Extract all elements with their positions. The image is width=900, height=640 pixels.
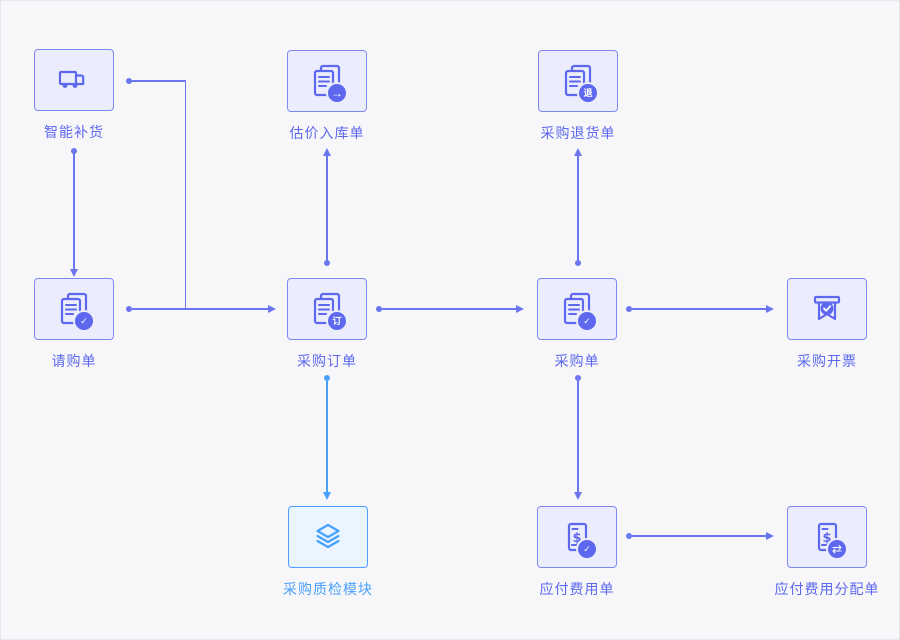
check-badge: ✓	[578, 540, 596, 558]
node-label: 采购开票	[797, 353, 857, 369]
edge-arrowhead	[70, 269, 78, 277]
check-badge: ✓	[75, 312, 93, 330]
node-label: 应付费用分配单	[774, 581, 880, 597]
smart-replenishment-box[interactable]	[34, 49, 114, 111]
edge-line	[632, 308, 766, 310]
edge-line	[73, 151, 75, 269]
inbound-arrow-badge: →	[328, 84, 346, 102]
edge-line	[382, 308, 516, 310]
purchase-order-box[interactable]: 订	[287, 278, 367, 340]
purchase-requisition-box[interactable]: ✓	[34, 278, 114, 340]
node-label: 请购单	[51, 353, 97, 369]
edge-source-dot	[126, 306, 132, 312]
node-smart-replenishment[interactable]: 智能补货	[4, 49, 144, 142]
edge-source-dot	[626, 533, 632, 539]
return-badge: 退	[579, 84, 597, 102]
node-payable-expense-order[interactable]: $ ✓ 应付费用单	[507, 506, 647, 599]
node-label: 采购质检模块	[283, 581, 373, 597]
node-purchase-invoicing[interactable]: 采购开票	[757, 278, 897, 371]
purchase-invoicing-box[interactable]	[787, 278, 867, 340]
node-label: 采购退货单	[540, 125, 616, 141]
payable-allocation-box[interactable]: $ ⇄	[787, 506, 867, 568]
edge-arrowhead	[574, 492, 582, 500]
edge-source-dot	[324, 260, 330, 266]
edge-arrowhead	[323, 492, 331, 500]
order-badge: 订	[328, 312, 346, 330]
edge-line	[326, 381, 328, 492]
node-label: 采购单	[554, 353, 600, 369]
edge-source-dot	[626, 306, 632, 312]
edge-line	[632, 535, 766, 537]
invoice-ticket-icon	[813, 295, 841, 321]
edge-line-horizontal	[129, 80, 186, 82]
node-purchase-order[interactable]: 订 采购订单	[257, 278, 397, 371]
edge-source-dot	[575, 260, 581, 266]
svg-text:$: $	[572, 531, 581, 546]
check-badge: ✓	[578, 312, 596, 330]
edge-arrowhead	[766, 305, 774, 313]
purchase-return-box[interactable]: 退	[538, 50, 618, 112]
edge-arrowhead	[268, 305, 276, 313]
edge-source-dot	[324, 375, 330, 381]
edge-arrowhead	[766, 532, 774, 540]
node-purchase-return-order[interactable]: 退 采购退货单	[508, 50, 648, 143]
edge-line	[577, 381, 579, 492]
node-label: 采购订单	[297, 353, 357, 369]
edge-source-dot	[376, 306, 382, 312]
node-label: 智能补货	[44, 124, 104, 140]
node-purchase-requisition[interactable]: ✓ 请购单	[4, 278, 144, 371]
payable-expense-box[interactable]: $ ✓	[537, 506, 617, 568]
edge-line	[326, 156, 328, 263]
edge-source-dot	[575, 375, 581, 381]
node-payable-expense-allocation[interactable]: $ ⇄ 应付费用分配单	[757, 506, 897, 599]
node-label: 应付费用单	[539, 581, 615, 597]
edge-line	[577, 156, 579, 263]
edge-arrowhead	[323, 148, 331, 156]
truck-icon	[58, 70, 85, 88]
money-document-icon: $	[817, 522, 838, 552]
allocation-swap-badge: ⇄	[828, 540, 846, 558]
edge-line-vertical	[184, 80, 186, 310]
quality-module-box[interactable]	[288, 506, 368, 568]
edge-line	[132, 308, 268, 310]
purchase-box[interactable]: ✓	[537, 278, 617, 340]
node-purchase-quality-module[interactable]: 采购质检模块	[258, 506, 398, 599]
edge-arrowhead	[574, 148, 582, 156]
svg-text:$: $	[822, 531, 831, 546]
edge-arrowhead	[516, 305, 524, 313]
node-purchase[interactable]: ✓ 采购单	[507, 278, 647, 371]
node-estimated-inbound-order[interactable]: → 估价入库单	[257, 50, 397, 143]
estimated-inbound-box[interactable]: →	[287, 50, 367, 112]
money-document-icon: $	[567, 522, 588, 552]
node-label: 估价入库单	[289, 125, 365, 141]
layers-icon	[316, 523, 340, 549]
